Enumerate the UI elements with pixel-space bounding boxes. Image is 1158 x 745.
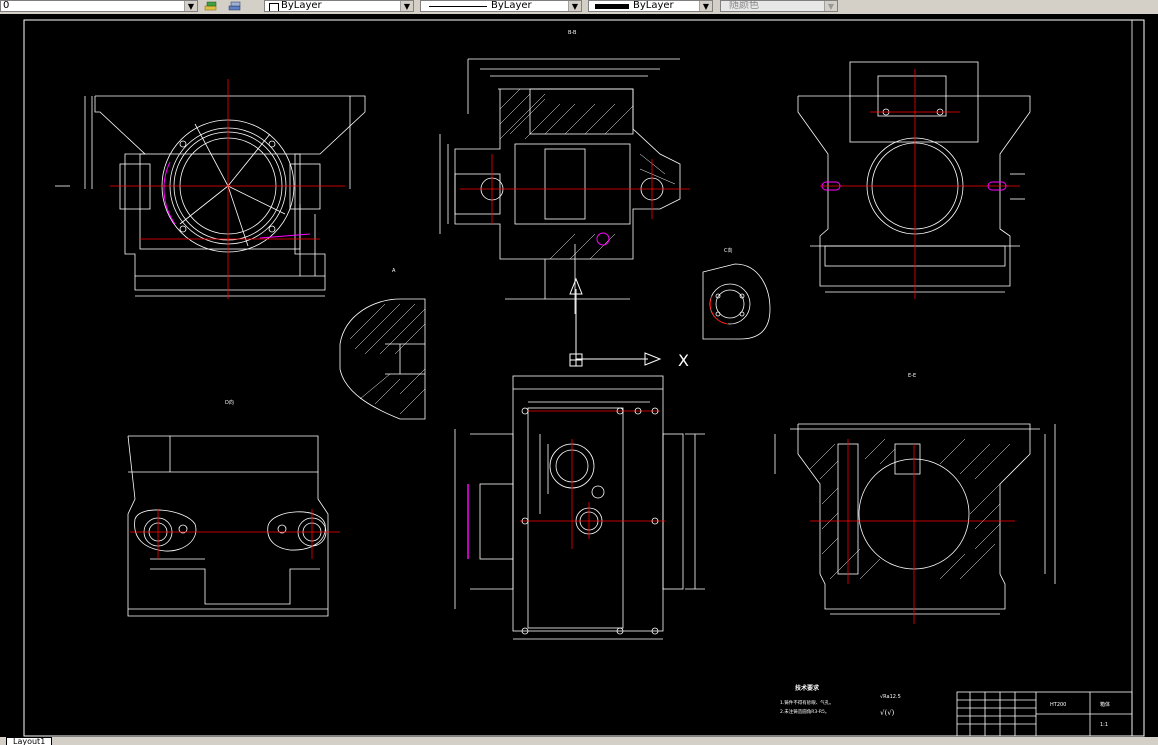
hatch-top-center (499, 88, 676, 260)
chevron-down-icon[interactable]: ▼ (400, 1, 413, 11)
highlight-line (259, 233, 311, 239)
chevron-down-icon[interactable]: ▼ (824, 1, 837, 11)
bolt-holes-bottom-center (521, 407, 659, 635)
plotstyle-control-dropdown[interactable]: 随颜色 ▼ (720, 0, 838, 12)
color-control-value: ByLayer (281, 0, 322, 11)
tech-req-line-1: 1.铸件不得有砂眼、气孔。 (780, 699, 834, 706)
tab-layout1[interactable]: Layout1 (6, 737, 53, 745)
chevron-down-icon[interactable]: ▼ (568, 1, 581, 11)
tech-req-line-2: 2.未注铸造圆角R3-R5。 (780, 708, 829, 715)
lineweight-control-value: ByLayer (633, 0, 674, 11)
view-bottom-center (454, 375, 705, 640)
lineweight-sample-icon (595, 4, 629, 9)
view-label-a: A (392, 268, 396, 274)
highlight-arc (163, 161, 176, 225)
layout-tab-bar: Layout1 (0, 737, 1158, 745)
title-block-name: 箱体 (1100, 701, 1110, 708)
layer-dropdown[interactable]: 0 ▼ (0, 0, 198, 12)
ucs-x-label: X (678, 351, 689, 370)
layer-dropdown-value: 0 (3, 0, 10, 11)
plotstyle-control-value: 随颜色 (729, 0, 759, 11)
highlight-slot-left (821, 181, 841, 191)
highlight-circle (596, 232, 610, 246)
title-block-material: HT200 (1050, 702, 1066, 708)
title-block (956, 691, 1133, 737)
lineweight-control-dropdown[interactable]: ByLayer ▼ (588, 0, 713, 12)
make-object-layer-current-icon[interactable] (204, 0, 218, 12)
view-label-d: D向 (225, 399, 234, 406)
title-block-scale: 1:1 (1100, 722, 1108, 728)
ucs-icon (569, 277, 662, 367)
chevron-down-icon[interactable]: ▼ (699, 1, 712, 11)
linetype-sample-icon (429, 6, 487, 7)
linetype-control-value: ByLayer (491, 0, 532, 11)
linetype-control-dropdown[interactable]: ByLayer ▼ (420, 0, 582, 12)
properties-toolbar: 0 ▼ ByLayer ▼ ByLayer ▼ ByLayer ▼ 随颜色 ▼ (0, 0, 1158, 15)
centerlines-top-right (820, 69, 1020, 299)
hatch-detail-a (349, 303, 426, 415)
view-label-c: C向 (724, 247, 733, 254)
centerlines-top-center (460, 154, 690, 224)
view-bottom-right (774, 423, 1056, 615)
centerlines-bottom-center (520, 410, 665, 549)
color-control-dropdown[interactable]: ByLayer ▼ (264, 0, 414, 12)
drawing-canvas[interactable]: B-B (0, 14, 1158, 737)
centerlines-bottom-left (130, 509, 340, 559)
color-swatch (269, 3, 279, 11)
roughness-symbol-2: √(√) (880, 709, 895, 717)
drawing-border (23, 19, 1145, 737)
centerlines-top-left (110, 79, 345, 299)
hatch-bottom-right (809, 438, 1011, 580)
highlight-slot-right (987, 181, 1007, 191)
section-label-bb: B-B (568, 30, 577, 36)
view-label-e: E-E (908, 373, 916, 379)
layer-previous-icon[interactable] (228, 0, 242, 12)
centerline-detail-c (709, 295, 729, 325)
centerlines-bottom-right (810, 439, 1015, 624)
tech-req-title: 技术要求 (795, 684, 820, 692)
roughness-symbol-1: √Ra12.5 (880, 694, 901, 700)
chevron-down-icon[interactable]: ▼ (184, 1, 197, 11)
